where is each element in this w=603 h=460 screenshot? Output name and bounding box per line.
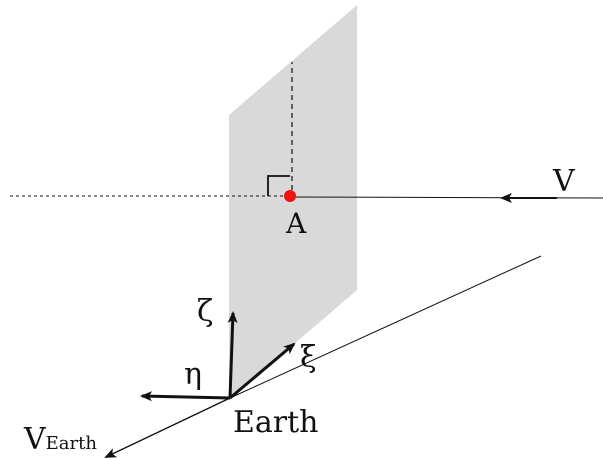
point-a-label: A	[285, 207, 307, 240]
v-earth-arrow	[104, 397, 231, 458]
eta-axis-arrow	[140, 391, 231, 402]
zeta-label: ζ	[197, 294, 213, 329]
point-a-marker	[284, 190, 296, 202]
earth-path-line	[229, 255, 542, 399]
eta-label: η	[184, 357, 202, 392]
projection-plane	[229, 5, 357, 400]
v-earth-label-subscript: Earth	[46, 433, 98, 454]
earth-label: Earth	[233, 405, 319, 440]
zeta-axis-arrow	[227, 311, 238, 399]
xi-axis-arrow	[229, 342, 296, 400]
v-earth-label: VEarth	[23, 422, 97, 457]
xi-label: ξ	[300, 340, 317, 375]
v-earth-label-main: V	[23, 422, 47, 457]
velocity-label: V	[552, 164, 576, 199]
right-angle-marker	[267, 175, 290, 196]
